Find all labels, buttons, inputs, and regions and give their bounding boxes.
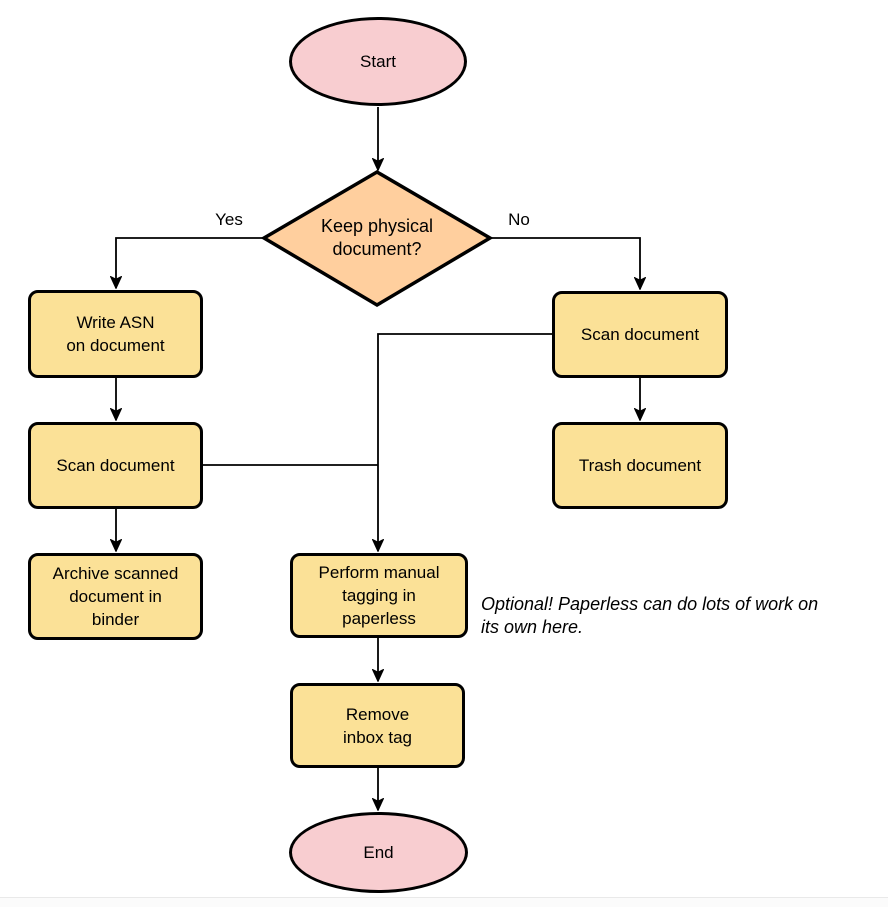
edge-decision-no-to-scan-right <box>490 237 646 290</box>
node-end-label: End <box>363 843 394 862</box>
node-start-label: Start <box>360 52 396 71</box>
node-scan-document-left-label: Scan document <box>56 456 175 475</box>
edge-scan-right-to-tagging <box>372 333 552 552</box>
node-archive-binder: Archive scanned document in binder <box>28 553 203 640</box>
annotation-optional-note: Optional! Paperless can do lots of work … <box>481 594 819 637</box>
node-archive-binder-label: Archive scanned document in binder <box>52 564 179 629</box>
node-trash-document: Trash document <box>552 422 728 509</box>
node-decision-label: Keep physical document? <box>320 216 434 259</box>
edge-label-yes: Yes <box>215 210 243 229</box>
node-start: Start <box>289 17 467 106</box>
node-write-asn-label: Write ASN on document <box>66 313 165 355</box>
node-remove-inbox-tag-label: Remove inbox tag <box>343 704 412 747</box>
node-scan-document-right-label: Scan document <box>580 325 700 344</box>
edge-decision-yes-to-write-asn <box>110 237 264 289</box>
node-remove-inbox-tag: Remove inbox tag <box>290 683 465 768</box>
bottom-edge-divider <box>0 897 888 907</box>
decision-diamond-shape <box>260 169 494 308</box>
node-scan-document-left: Scan document <box>28 422 203 509</box>
edge-label-no: No <box>508 210 530 229</box>
node-end: End <box>289 812 468 893</box>
node-manual-tagging: Perform manual tagging in paperless <box>290 553 468 638</box>
node-manual-tagging-label: Perform manual tagging in paperless <box>318 563 440 628</box>
node-trash-document-label: Trash document <box>578 456 702 475</box>
node-write-asn: Write ASN on document <box>28 290 203 378</box>
node-scan-document-right: Scan document <box>552 291 728 378</box>
